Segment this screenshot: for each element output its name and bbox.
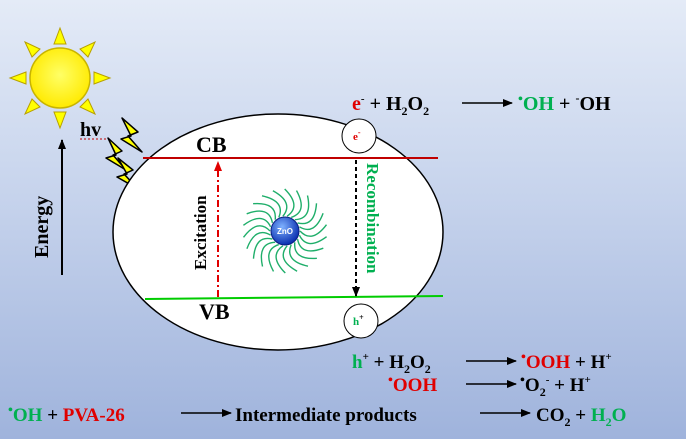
zno-label: ZnO bbox=[277, 227, 293, 236]
reaction-4-reactants: •OH + PVA-26 bbox=[8, 403, 125, 426]
zno-tendril bbox=[282, 245, 298, 272]
hole-circle-label: h+ bbox=[353, 313, 364, 328]
reaction-3-products: •O2- + H+ bbox=[520, 373, 591, 399]
zno-tendril bbox=[297, 203, 318, 225]
zno-tendril bbox=[275, 245, 286, 274]
zno-tendril bbox=[242, 217, 272, 228]
zno-tendril bbox=[299, 224, 328, 237]
zno-tendril bbox=[253, 202, 276, 220]
zno-tendril bbox=[294, 242, 317, 260]
zno-tendril bbox=[268, 243, 280, 272]
hole-circle bbox=[343, 303, 379, 339]
reaction-4-products: CO2 + H2O bbox=[536, 405, 626, 429]
zno-tendril bbox=[260, 241, 276, 267]
zno-tendril bbox=[261, 195, 281, 218]
sun-icon bbox=[8, 26, 112, 130]
hv-label: hv bbox=[80, 119, 101, 141]
zno-core bbox=[270, 216, 300, 246]
reaction-3: •OOH bbox=[388, 373, 437, 396]
energy-label: Energy bbox=[31, 196, 53, 258]
zno-tendril bbox=[252, 237, 273, 259]
excitation-label: Excitation bbox=[191, 195, 210, 270]
electron-circle-label: e- bbox=[353, 128, 361, 143]
zno-tendril bbox=[289, 244, 309, 267]
zno-tendril bbox=[242, 225, 271, 238]
zno-tendril bbox=[296, 238, 324, 252]
zno-tendril bbox=[290, 190, 302, 219]
zno-tendril bbox=[299, 213, 324, 231]
reaction-1: e- + H2O2 bbox=[352, 93, 429, 118]
zno-tendrils bbox=[242, 188, 328, 274]
reaction-2-products: •OOH + H+ bbox=[521, 350, 612, 373]
reaction-1-products: •OH + -OH bbox=[518, 91, 611, 115]
recombination-label: Recombination bbox=[363, 163, 382, 274]
cb-label: CB bbox=[196, 132, 227, 157]
reaction-2: h+ + H2O2 bbox=[352, 351, 431, 376]
reaction-4-intermediate: Intermediate products bbox=[235, 405, 417, 426]
electron-circle bbox=[341, 118, 377, 154]
vb-line bbox=[144, 295, 444, 300]
zno-tendril bbox=[246, 210, 274, 224]
zno-tendril bbox=[298, 234, 328, 245]
zno-tendril bbox=[272, 190, 288, 217]
vb-label: VB bbox=[199, 299, 230, 324]
zno-tendril bbox=[284, 188, 295, 217]
zno-tendril bbox=[246, 231, 271, 249]
zno-tendril bbox=[294, 195, 310, 221]
